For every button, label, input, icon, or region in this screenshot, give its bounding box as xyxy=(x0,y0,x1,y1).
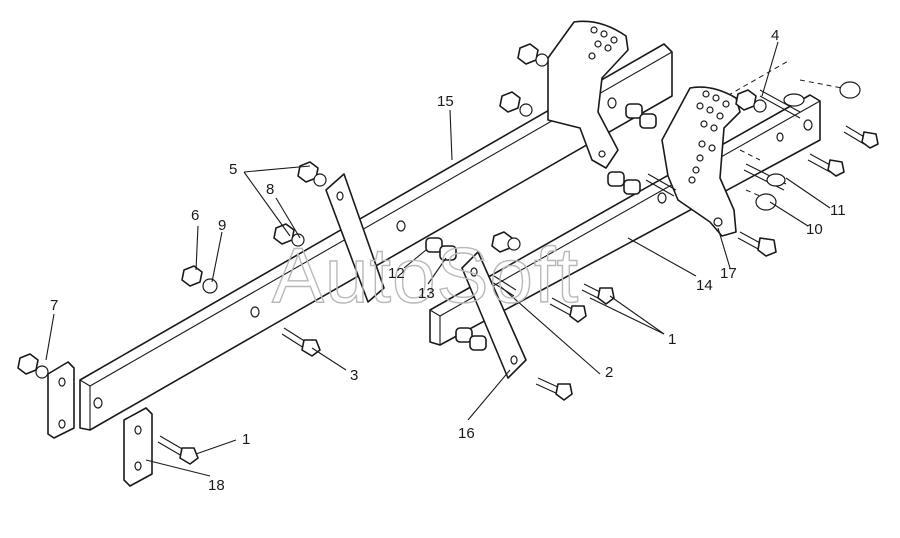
callout-6: 6 xyxy=(191,207,199,224)
nuts-and-washers xyxy=(17,43,767,379)
spacer-bushings xyxy=(425,103,657,351)
callout-2: 2 xyxy=(605,364,613,381)
upper-mounting-plate-left xyxy=(547,20,629,169)
rear-beam-part-14 xyxy=(429,59,821,346)
callout-15: 15 xyxy=(437,93,454,110)
callout-1-middle: 1 xyxy=(668,331,676,348)
callout-11: 11 xyxy=(830,202,846,219)
callout-17: 17 xyxy=(720,265,737,282)
callout-1-lower: 1 xyxy=(242,431,250,448)
callout-9: 9 xyxy=(218,217,226,234)
end-plate-part-7 xyxy=(47,361,75,439)
callout-3: 3 xyxy=(350,367,358,384)
callout-12: 12 xyxy=(388,265,405,282)
callout-16: 16 xyxy=(458,425,475,442)
callout-7: 7 xyxy=(50,297,58,314)
callout-10: 10 xyxy=(806,221,823,238)
leader-lines xyxy=(45,41,831,477)
callout-5: 5 xyxy=(229,161,237,178)
autosoft-watermark: AutoSoft xyxy=(272,231,579,319)
callout-18: 18 xyxy=(208,477,225,494)
callout-labels: 15 5 8 6 9 7 4 11 10 14 17 12 13 1 2 3 1… xyxy=(50,27,846,494)
callout-4: 4 xyxy=(771,27,779,44)
callout-8: 8 xyxy=(266,181,274,198)
diagonal-bracket-upper xyxy=(325,173,385,303)
bolts xyxy=(157,125,879,465)
callout-14: 14 xyxy=(696,277,713,294)
end-plate-part-18 xyxy=(123,407,153,487)
right-mounting-plate-part-17 xyxy=(661,86,741,237)
pins-and-rings xyxy=(739,79,861,211)
bracket-part-16 xyxy=(461,251,527,379)
front-beam-part-15 xyxy=(79,43,673,431)
callout-13: 13 xyxy=(418,285,435,302)
